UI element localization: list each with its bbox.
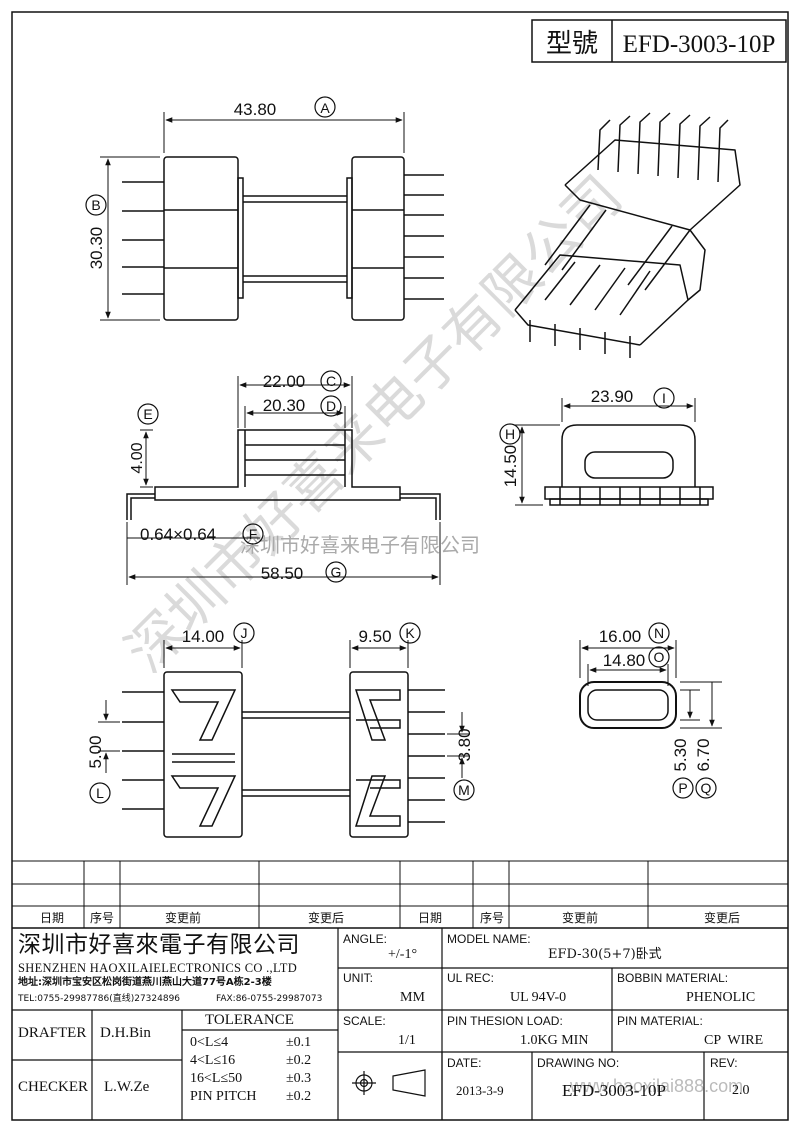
dim-K-tag: K: [405, 625, 415, 641]
dim-M-value: 3.80: [455, 728, 474, 761]
dim-L-tag: L: [96, 785, 104, 801]
angle-value: +/-1°: [388, 947, 418, 962]
dim-I-tag: I: [662, 390, 666, 406]
rev-label: REV:: [710, 1056, 738, 1070]
checker-label: CHECKER: [18, 1079, 89, 1095]
unit-value: MM: [400, 990, 425, 1005]
top-view: [85, 96, 444, 321]
projection-symbol-icon: [352, 1069, 426, 1097]
ul-rec-value: UL 94V-0: [510, 990, 567, 1005]
dim-I-value: 23.90: [591, 387, 634, 406]
dim-F-value: 0.64×0.64: [140, 525, 216, 544]
rev-value: 2.0: [732, 1083, 750, 1098]
rev-header-before-1: 变更前: [165, 910, 201, 925]
company-address: 地址:深圳市宝安区松岗街道燕川燕山大道77号A栋2-3楼: [18, 977, 272, 988]
company-name-cn: 深圳市好喜來電子有限公司: [18, 932, 300, 958]
company-tel: TEL:0755-29987786(直线)27324896: [18, 994, 181, 1004]
watermark-horizontal: 深圳市好喜来电子有限公司: [240, 534, 480, 557]
tolerance-title: TOLERANCE: [205, 1012, 294, 1028]
pin-material-value: CP WIRE: [704, 1033, 764, 1048]
date-label: DATE:: [447, 1056, 482, 1070]
dim-O-tag: O: [654, 649, 665, 665]
dim-K-value: 9.50: [358, 627, 391, 646]
scale-value: 1/1: [398, 1033, 416, 1048]
dim-E-tag: E: [143, 406, 152, 422]
dim-B-tag: B: [91, 197, 100, 213]
dim-D-tag: D: [326, 398, 336, 414]
tolerance-value-2: ±0.2: [286, 1053, 312, 1068]
company-fax: FAX:86-0755-29987073: [216, 994, 323, 1004]
dim-A-tag: A: [320, 100, 330, 116]
drawing-no-label: DRAWING NO:: [537, 1056, 620, 1070]
drawing-no-value: EFD-3003-10P: [562, 1081, 666, 1100]
dim-O-value: 14.80: [603, 651, 646, 670]
rev-header-before-2: 变更前: [562, 910, 598, 925]
section-view: [579, 622, 722, 799]
dim-N-value: 16.00: [599, 627, 642, 646]
bobbin-material-value: PHENOLIC: [686, 990, 756, 1005]
dim-J-value: 14.00: [182, 627, 225, 646]
rev-header-seq-2: 序号: [480, 910, 504, 925]
scale-label: SCALE:: [343, 1014, 386, 1028]
rev-header-after-2: 变更后: [704, 910, 740, 925]
angle-label: ANGLE:: [343, 932, 388, 946]
dim-B-value: 30.30: [87, 227, 106, 270]
ul-rec-label: UL REC:: [447, 971, 494, 985]
bobbin-material-label: BOBBIN MATERIAL:: [617, 971, 729, 985]
watermark-diagonal: 深圳市好喜来电子有限公司: [114, 164, 634, 684]
pin-load-value: 1.0KG MIN: [520, 1033, 589, 1048]
rev-header-after-1: 变更后: [308, 910, 344, 925]
dim-J-tag: J: [241, 625, 248, 641]
tolerance-value-3: ±0.3: [286, 1071, 312, 1086]
dim-H-value: 14.50: [501, 445, 520, 488]
dim-D-value: 20.30: [263, 396, 306, 415]
dim-M-tag: M: [458, 782, 470, 798]
dim-A-value: 43.80: [234, 100, 277, 119]
watermark-url: www.haoxilai888.com: [569, 1076, 743, 1096]
tolerance-range-1: 0<L≤4: [190, 1035, 229, 1050]
dim-L-value: 5.00: [86, 735, 105, 768]
isometric-view: [514, 112, 741, 358]
dim-P-tag: P: [678, 780, 687, 796]
company-name-en: SHENZHEN HAOXILAIELECTRONICS CO .,LTD: [18, 961, 298, 975]
rev-header-date-1: 日期: [40, 911, 64, 925]
end-view: [499, 387, 714, 506]
model-header-label: 型號: [546, 28, 598, 58]
rev-header-date-2: 日期: [418, 911, 442, 925]
date-value: 2013-3-9: [456, 1083, 504, 1098]
model-header-value: EFD-3003-10P: [623, 31, 776, 58]
dim-E-value: 4.00: [129, 442, 146, 473]
dim-G-tag: G: [331, 564, 342, 580]
pin-material-label: PIN MATERIAL:: [617, 1014, 703, 1028]
dim-P-value: 5.30: [671, 738, 690, 771]
dim-C-tag: C: [326, 373, 336, 389]
dim-C-value: 22.00: [263, 372, 306, 391]
dim-N-tag: N: [654, 625, 664, 641]
model-name-value: EFD-30(5+7)卧式: [548, 947, 662, 962]
tolerance-range-3: 16<L≤50: [190, 1071, 243, 1086]
model-header: 型號 EFD-3003-10P: [531, 19, 787, 63]
dim-H-tag: H: [505, 426, 515, 442]
drafter-value: D.H.Bin: [100, 1025, 151, 1041]
dim-Q-tag: Q: [701, 780, 712, 796]
dim-F-tag: F: [249, 526, 258, 542]
tolerance-range-4: PIN PITCH: [190, 1089, 257, 1104]
tolerance-value-1: ±0.1: [286, 1035, 312, 1050]
drafter-label: DRAFTER: [18, 1025, 87, 1041]
drawing-border: [11, 11, 789, 1121]
tolerance-range-2: 4<L≤16: [190, 1053, 236, 1068]
pin-load-label: PIN THESION LOAD:: [447, 1014, 563, 1028]
model-name-label: MODEL NAME:: [447, 932, 531, 946]
title-block-grid: [12, 928, 788, 1120]
unit-label: UNIT:: [343, 971, 373, 985]
checker-value: L.W.Ze: [104, 1079, 150, 1095]
dim-G-value: 58.50: [261, 564, 304, 583]
bottom-view: [89, 622, 475, 838]
dim-Q-value: 6.70: [694, 738, 713, 771]
revision-table: [11, 860, 789, 929]
tolerance-value-4: ±0.2: [286, 1089, 312, 1104]
rev-header-seq-1: 序号: [90, 910, 114, 925]
side-view: [126, 370, 441, 585]
